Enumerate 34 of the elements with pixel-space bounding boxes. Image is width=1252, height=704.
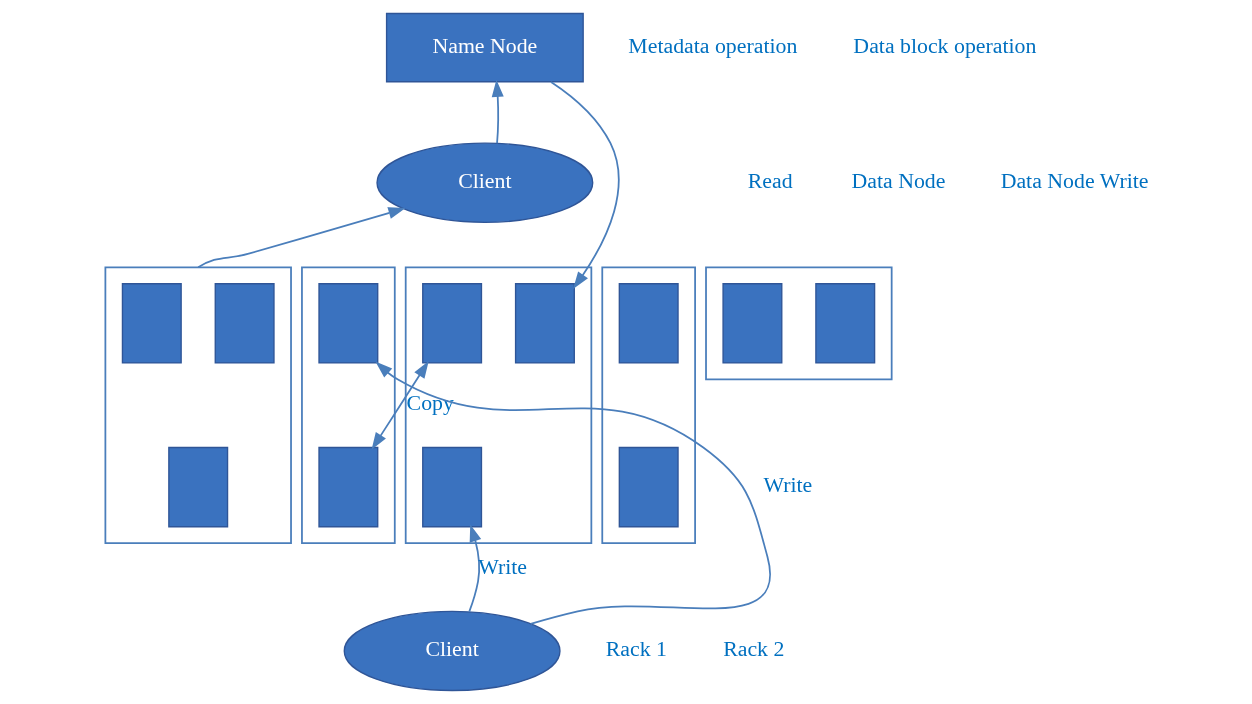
arrow: [371, 361, 429, 450]
edge-label: Copy: [406, 391, 454, 416]
cluster: [104, 266, 292, 544]
label: Rack 1: [605, 637, 667, 662]
node-box: [214, 283, 275, 364]
node-box: [421, 446, 482, 528]
node-box: [814, 283, 875, 364]
label: Read: [747, 168, 793, 193]
node-box: [121, 283, 182, 364]
node-ellipse: Client: [343, 610, 561, 692]
node-box: [721, 283, 782, 364]
arrow: [374, 361, 771, 625]
node-box: Name Node: [385, 12, 584, 83]
label: Data Node: [851, 168, 945, 193]
node-box: [317, 283, 378, 364]
node-box: [618, 446, 679, 528]
label: Data block operation: [852, 33, 1036, 58]
cluster: [300, 266, 396, 544]
arrow: [549, 81, 620, 289]
edge-label: Write: [763, 473, 812, 498]
cluster: [704, 266, 893, 381]
cluster: [600, 266, 696, 544]
label: Rack 2: [722, 637, 784, 662]
arrow: [491, 79, 504, 145]
arrow: [196, 207, 406, 269]
node-ellipse: Client: [375, 142, 593, 223]
node-box: [514, 283, 575, 364]
arrow: [467, 524, 481, 613]
node-box: [317, 446, 378, 528]
node-box: [167, 446, 228, 528]
node-box: [618, 283, 679, 364]
node-box: [421, 283, 482, 364]
label: Metadata operation: [627, 33, 797, 58]
label: Data Node Write: [1000, 168, 1148, 193]
